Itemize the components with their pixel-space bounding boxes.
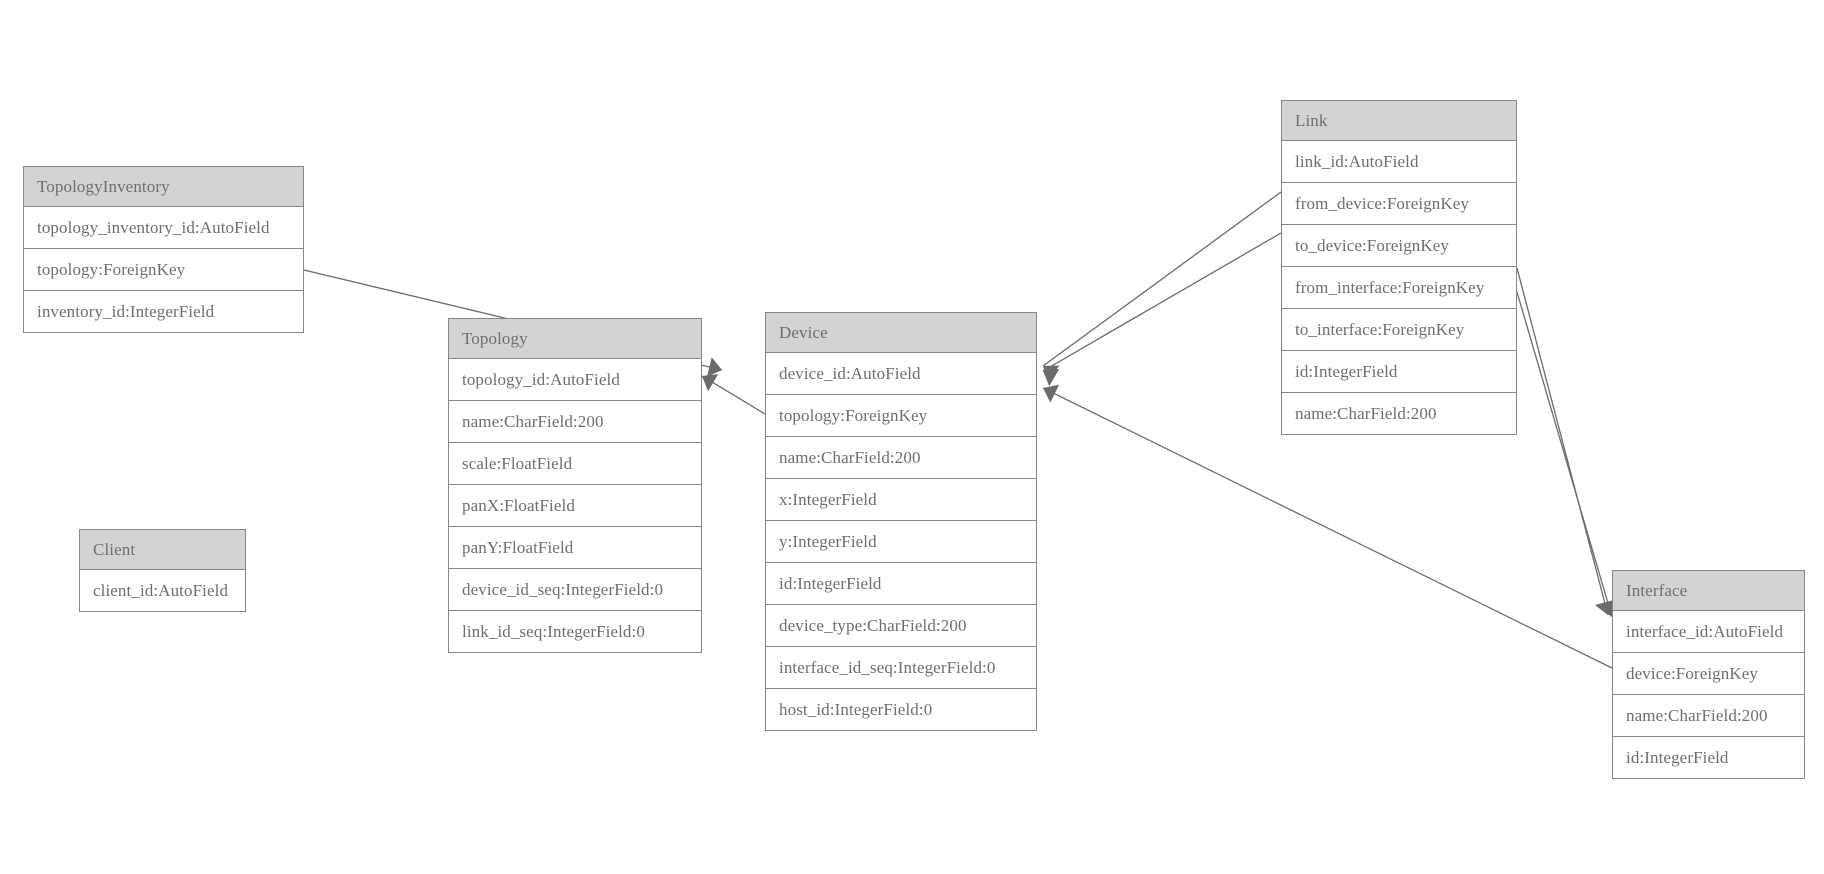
entity-field-row: panY:FloatField <box>449 527 701 569</box>
entity-field-row: scale:FloatField <box>449 443 701 485</box>
relationship-arrowhead-icon <box>1043 384 1060 403</box>
relationship-line <box>1042 232 1282 372</box>
entity-field-row: y:IntegerField <box>766 521 1036 563</box>
entity-title-link: Link <box>1282 101 1516 141</box>
entity-field-row: to_interface:ForeignKey <box>1282 309 1516 351</box>
entity-field-row: client_id:AutoField <box>80 570 245 611</box>
relationship-line <box>1042 191 1282 367</box>
entity-field-row: topology:ForeignKey <box>766 395 1036 437</box>
entity-field-row: device_id_seq:IntegerField:0 <box>449 569 701 611</box>
entity-field-row: device_type:CharField:200 <box>766 605 1036 647</box>
entity-field-row: to_device:ForeignKey <box>1282 225 1516 267</box>
entity-field-row: id:IntegerField <box>766 563 1036 605</box>
entity-title-topology: Topology <box>449 319 701 359</box>
entity-field-row: inventory_id:IntegerField <box>24 291 303 332</box>
entity-field-row: link_id:AutoField <box>1282 141 1516 183</box>
relationship-arrowhead-icon <box>707 357 722 377</box>
entity-field-row: from_device:ForeignKey <box>1282 183 1516 225</box>
relationship-device-topology <box>701 374 766 415</box>
entity-field-row: topology_inventory_id:AutoField <box>24 207 303 249</box>
relationship-arrowhead-icon <box>1043 368 1060 387</box>
relationship-link-from-device <box>1042 191 1282 382</box>
entity-field-row: from_interface:ForeignKey <box>1282 267 1516 309</box>
entity-field-row: x:IntegerField <box>766 479 1036 521</box>
entity-field-row: name:CharField:200 <box>449 401 701 443</box>
entity-field-row: interface_id:AutoField <box>1613 611 1804 653</box>
relationship-line <box>1516 267 1609 616</box>
entity-field-row: device_id:AutoField <box>766 353 1036 395</box>
entity-field-row: panX:FloatField <box>449 485 701 527</box>
relationship-line <box>1516 291 1613 618</box>
entity-field-row: topology:ForeignKey <box>24 249 303 291</box>
relationship-line <box>701 375 766 415</box>
entity-field-row: interface_id_seq:IntegerField:0 <box>766 647 1036 689</box>
entity-field-row: host_id:IntegerField:0 <box>766 689 1036 730</box>
entity-field-row: name:CharField:200 <box>1282 393 1516 434</box>
entity-field-row: topology_id:AutoField <box>449 359 701 401</box>
entity-field-row: name:CharField:200 <box>766 437 1036 479</box>
entity-title-topology_inventory: TopologyInventory <box>24 167 303 207</box>
entity-title-device: Device <box>766 313 1036 353</box>
entity-field-row: id:IntegerField <box>1613 737 1804 778</box>
entity-field-row: id:IntegerField <box>1282 351 1516 393</box>
entity-field-row: link_id_seq:IntegerField:0 <box>449 611 701 652</box>
entity-title-client: Client <box>80 530 245 570</box>
relationship-link-to-device <box>1042 232 1282 387</box>
relationship-arrowhead-icon <box>1043 365 1060 382</box>
entity-title-interface: Interface <box>1613 571 1804 611</box>
entity-field-row: device:ForeignKey <box>1613 653 1804 695</box>
entity-field-row: name:CharField:200 <box>1613 695 1804 737</box>
relationship-link-to-interface <box>1516 291 1618 618</box>
relationship-link-from-interface <box>1516 267 1615 616</box>
